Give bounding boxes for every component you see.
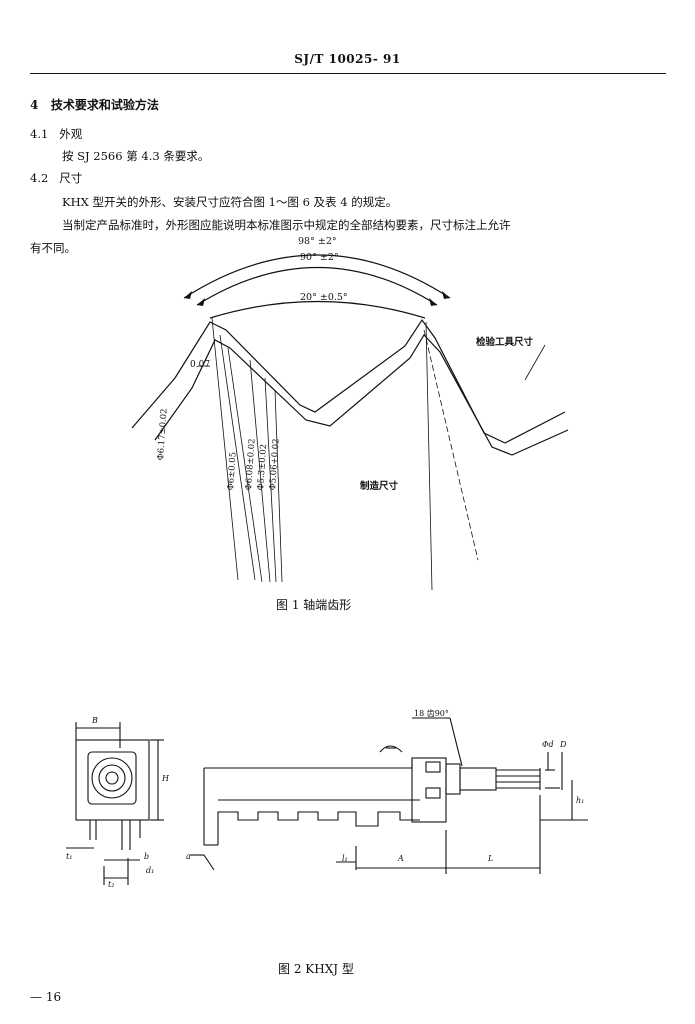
section-title: 尺寸 <box>59 171 83 185</box>
teeth-label: 18 齿90° <box>414 709 449 718</box>
section-4-2-body-2a: 当制定产品标准时，外形图应能说明本标准图示中规定的全部结构要素，尺寸标注上允许 <box>62 218 511 232</box>
section-4-2-body-2b: 有不同。 <box>30 241 76 255</box>
section-number: 4 <box>30 98 39 112</box>
page-number: — 16 <box>30 990 62 1004</box>
section-4-1-body: 按 SJ 2566 第 4.3 条要求。 <box>62 149 210 163</box>
dim-label-b: b <box>144 852 150 861</box>
dim-label-t2: t₂ <box>108 880 115 889</box>
angle-mid-label: 90° ±2° <box>300 252 339 263</box>
dim-label-h1: h₁ <box>576 796 585 805</box>
section-4-2-body-1: KHX 型开关的外形、安装尺寸应符合图 1～图 6 及表 4 的规定。 <box>62 195 398 209</box>
section-title: 外观 <box>59 127 83 141</box>
dim-label-l1: l₁ <box>342 854 348 863</box>
tool-dimension-label: 检验工具尺寸 <box>476 337 534 348</box>
header-rule <box>30 73 666 74</box>
section-4-2-heading: 4.2 尺寸 <box>30 170 82 186</box>
section-number: 4.1 <box>30 127 49 141</box>
manufacturing-dimension-label: 制造尺寸 <box>360 481 399 492</box>
dim-label-t1: t₁ <box>66 852 73 861</box>
dim-label-A: A <box>398 854 404 863</box>
dim-label-B: B <box>92 716 98 725</box>
section-number: 4.2 <box>30 171 49 185</box>
dim-label-D: D <box>560 740 567 749</box>
section-4-heading: 4 技术要求和试验方法 <box>30 96 159 113</box>
dim-label-phi-d: Φd <box>542 740 554 749</box>
figure-1-caption: 图 1 轴端齿形 <box>276 598 352 612</box>
dim-label-a: a <box>186 852 191 861</box>
figure-2-caption: 图 2 KHXJ 型 <box>278 962 354 976</box>
section-4-1-heading: 4.1 外观 <box>30 126 82 142</box>
dim-label-d1: d₁ <box>146 866 155 875</box>
dim-label-H: H <box>162 774 169 783</box>
angle-inner-label: 20° ±0.5° <box>300 292 348 303</box>
standard-code: SJ/T 10025- 91 <box>294 52 401 66</box>
offset-label: 0.07 <box>190 360 211 370</box>
section-title: 技术要求和试验方法 <box>50 98 159 112</box>
dim-label-L: L <box>488 854 494 863</box>
angle-outer-label: 98° ±2° <box>298 236 337 247</box>
